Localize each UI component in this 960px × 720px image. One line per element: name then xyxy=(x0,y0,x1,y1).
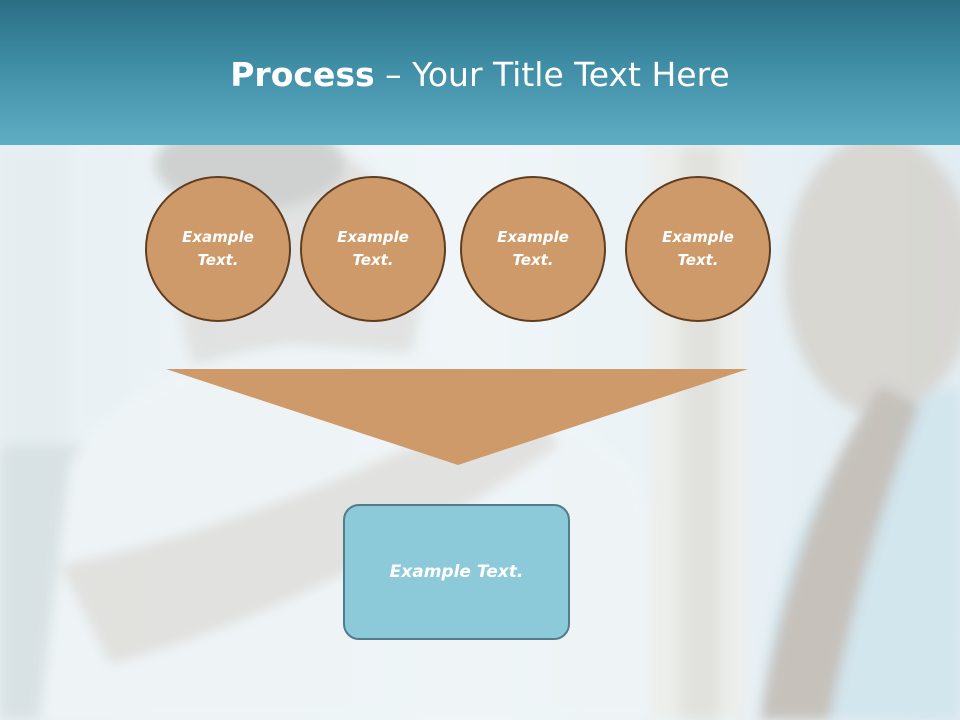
process-step-circle-3: Example Text. xyxy=(460,176,606,322)
circle-2-label: Example Text. xyxy=(337,228,409,269)
slide-title-bold: Process xyxy=(230,55,375,94)
result-box-label: Example Text. xyxy=(389,562,524,582)
process-step-circle-2: Example Text. xyxy=(300,176,446,322)
circle-4-label: Example Text. xyxy=(662,228,734,269)
slide-title-rest: – Your Title Text Here xyxy=(374,55,730,94)
title-banner: Process – Your Title Text Here xyxy=(0,0,960,145)
slide-title: Process – Your Title Text Here xyxy=(0,52,960,98)
process-step-circle-4: Example Text. xyxy=(625,176,771,322)
result-box: Example Text. xyxy=(343,504,570,640)
process-step-circle-1: Example Text. xyxy=(145,176,291,322)
circle-3-label: Example Text. xyxy=(497,228,569,269)
circle-1-label: Example Text. xyxy=(182,228,254,269)
